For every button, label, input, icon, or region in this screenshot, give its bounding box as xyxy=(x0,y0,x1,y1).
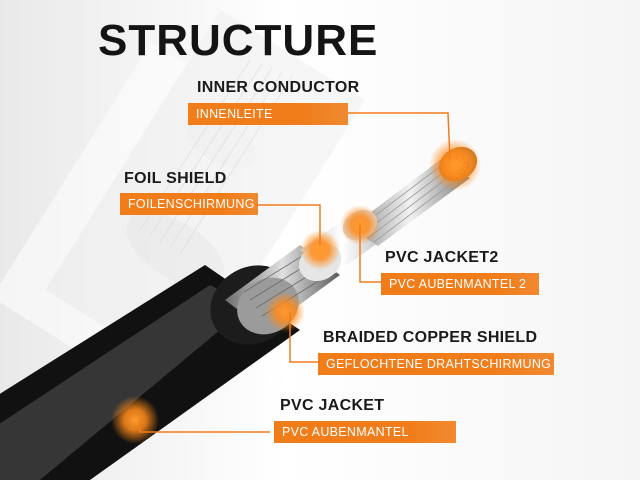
leader-line-pvc-jacket2 xyxy=(359,225,383,283)
leader-line-inner-conductor xyxy=(348,112,451,161)
label-inner-conductor: INNER CONDUCTOR xyxy=(197,79,360,96)
label-pvc-jacket2: PVC JACKET2 xyxy=(385,249,499,266)
leader-line-pvc-jacket xyxy=(139,420,270,433)
glow-marker-braided-shield xyxy=(265,292,305,332)
glow-marker-foil-shield xyxy=(300,230,340,270)
leader-line-braided-shield xyxy=(289,312,318,363)
label-pvc-jacket2-german: PVC AUBENMANTEL 2 xyxy=(381,273,539,295)
label-foil-shield: FOIL SHIELD xyxy=(124,170,227,187)
glow-marker-pvc-jacket xyxy=(111,396,159,444)
label-pvc-jacket-german: PVC AUBENMANTEL xyxy=(274,421,456,443)
label-foil-shield-german: FOILENSCHIRMUNG xyxy=(120,193,258,215)
page-title: STRUCTURE xyxy=(98,16,379,65)
label-braided-copper-shield-german: GEFLOCHTENE DRAHTSCHIRMUNG xyxy=(318,353,554,375)
label-pvc-jacket: PVC JACKET xyxy=(280,397,385,414)
label-inner-conductor-german: INNENLEITE xyxy=(188,103,348,125)
glow-marker-inner-conductor xyxy=(429,139,481,191)
label-braided-copper-shield: BRAIDED COPPER SHIELD xyxy=(323,329,538,346)
leader-line-foil-shield xyxy=(258,204,321,245)
